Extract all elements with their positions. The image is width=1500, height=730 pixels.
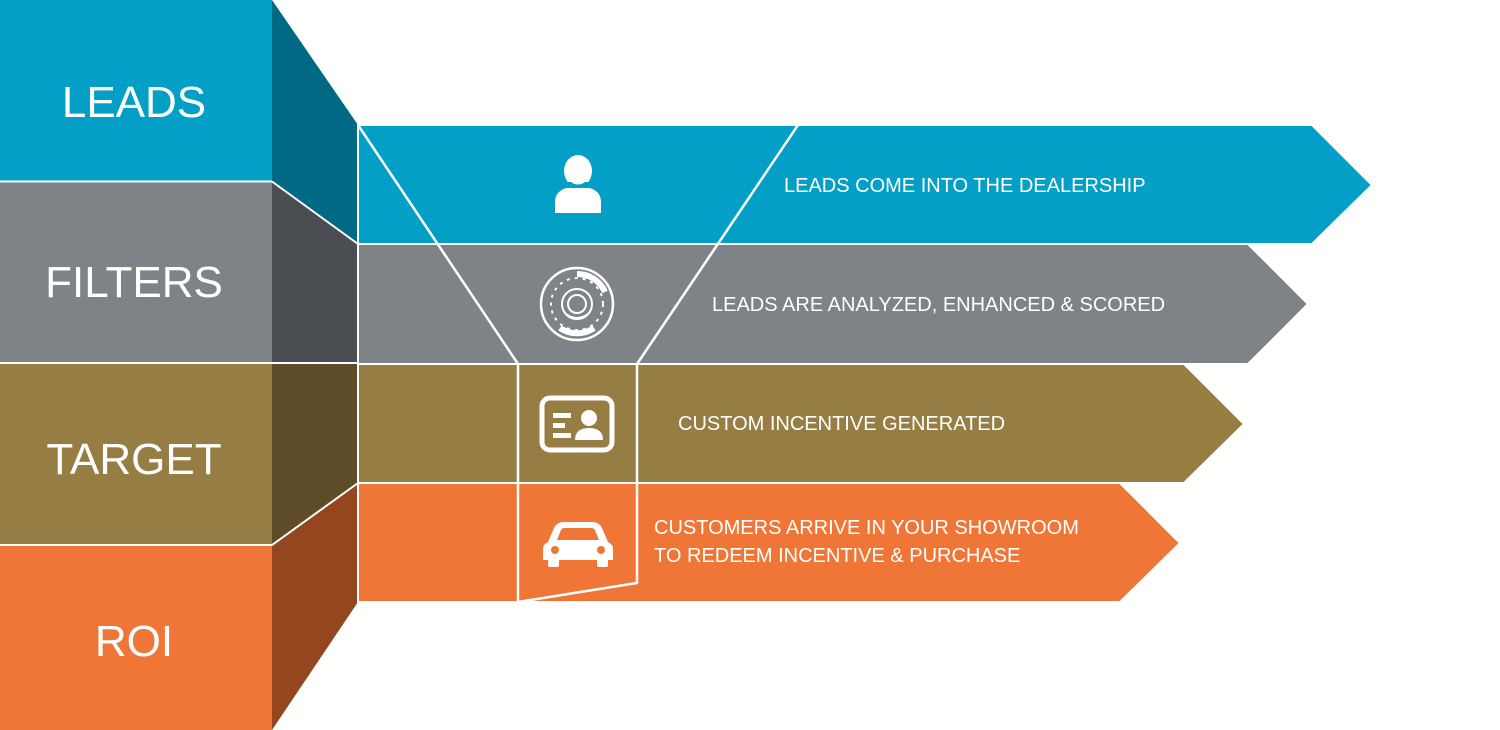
stage-block-leads	[0, 0, 272, 181]
stage-block-filters	[0, 182, 272, 362]
stage-side-filters	[272, 182, 358, 364]
car-icon	[543, 522, 613, 567]
step-text-target: CUSTOM INCENTIVE GENERATED	[678, 413, 1005, 435]
stage-label-roi: ROI	[95, 617, 173, 666]
step-text-leads: LEADS COME INTO THE DEALERSHIP	[784, 175, 1146, 197]
stage-block-target	[0, 364, 272, 544]
gauge-dial-icon	[539, 266, 615, 342]
step-texts: LEADS COME INTO THE DEALERSHIP LEADS ARE…	[654, 175, 1165, 567]
stage-side-roi	[272, 483, 358, 730]
id-card-icon	[539, 395, 615, 453]
person-icon	[555, 155, 601, 213]
stage-block-roi	[0, 546, 272, 730]
separator-line	[271, 180, 359, 245]
stage-side-faces	[272, 0, 358, 730]
stage-label-leads: LEADS	[62, 78, 206, 127]
funnel-outline	[356, 124, 800, 604]
stage-label-filters: FILTERS	[45, 258, 223, 307]
step-text-roi-line2: TO REDEEM INCENTIVE & PURCHASE	[654, 545, 1020, 567]
step-text-filters: LEADS ARE ANALYZED, ENHANCED & SCORED	[712, 294, 1165, 316]
separator-line	[271, 482, 359, 546]
step-arrow-leads	[357, 124, 1374, 245]
stage-labels: LEADS FILTERS TARGET ROI	[45, 78, 223, 666]
stage-label-target: TARGET	[46, 435, 221, 484]
step-arrow-target	[357, 363, 1246, 484]
step-text-roi-line1: CUSTOMERS ARRIVE IN YOUR SHOWROOM	[654, 517, 1079, 539]
stage-blocks	[0, 0, 272, 730]
stage-side-target	[272, 364, 358, 544]
stage-side-leads	[272, 0, 358, 244]
stage-separators	[0, 180, 359, 546]
step-arrow-roi	[357, 482, 1182, 603]
